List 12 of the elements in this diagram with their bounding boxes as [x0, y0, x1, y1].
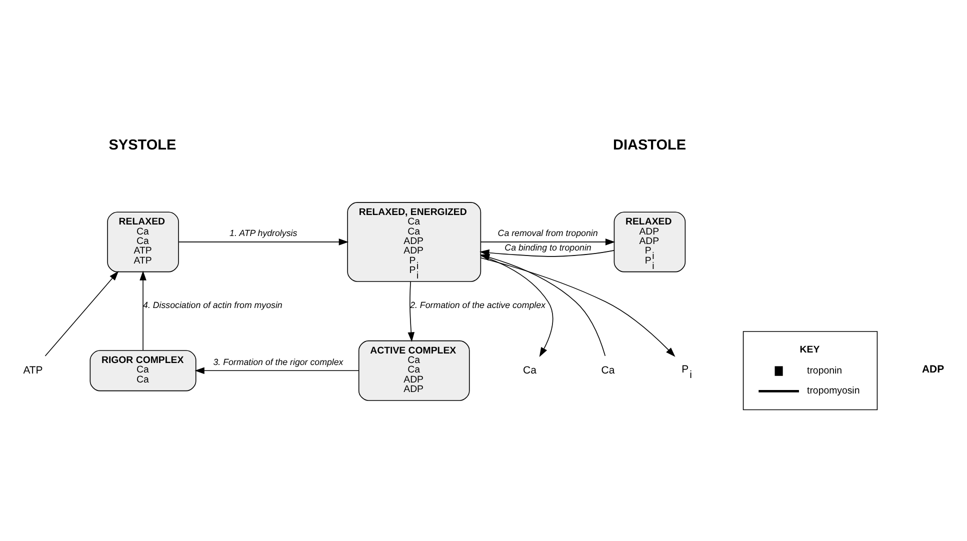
- label: ADP: [922, 364, 944, 376]
- node-text: Ca: [523, 364, 536, 376]
- edge-label: 1. ATP hydrolysis: [230, 228, 298, 238]
- node-text: Ca: [601, 364, 615, 376]
- edge-label: 3. Formation of the rigor complex: [213, 356, 344, 366]
- label: DIASTOLE: [612, 136, 686, 153]
- edge-label: Ca binding to troponin: [504, 242, 592, 252]
- edge-label: Ca removal from troponin: [498, 228, 598, 238]
- legend-label: tropomyosin: [807, 385, 860, 396]
- legend-label: troponin: [807, 365, 842, 376]
- label: SYSTOLE: [108, 136, 176, 153]
- node-text: ATP: [23, 364, 43, 376]
